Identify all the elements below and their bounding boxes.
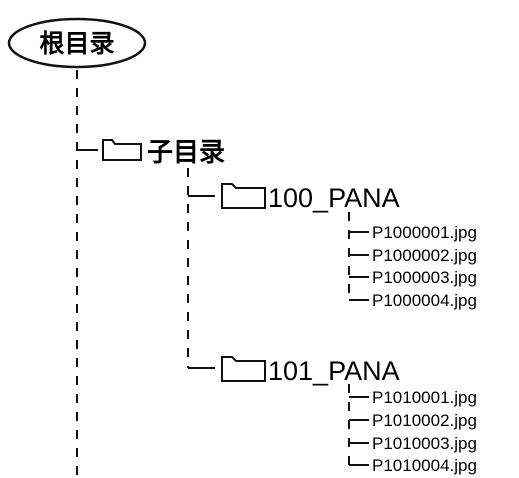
- file-list-100: P1000001.jpg P1000002.jpg P1000003.jpg P…: [349, 223, 477, 310]
- subdirectory-node: 子目录: [77, 138, 225, 168]
- file-name: P1000001.jpg: [372, 223, 477, 242]
- root-node-label: 根目录: [39, 29, 114, 58]
- file-name: P1010001.jpg: [372, 388, 477, 407]
- folder-name-100: 100_PANA: [268, 183, 400, 213]
- folder-node-101: 101_PANA: [188, 356, 400, 386]
- folder-node-100: 100_PANA: [188, 183, 400, 213]
- subdirectory-folder-icon: [102, 139, 142, 161]
- file-name: P1000004.jpg: [372, 291, 477, 310]
- subdirectory-label: 子目录: [147, 138, 225, 168]
- file-name: P1000002.jpg: [372, 246, 477, 265]
- folder-icon-101: [221, 356, 266, 382]
- file-name: P1010004.jpg: [372, 456, 477, 475]
- folder-name-101: 101_PANA: [268, 356, 400, 386]
- root-node-ellipse: [7, 17, 147, 69]
- file-name: P1010002.jpg: [372, 411, 477, 430]
- file-name: P1010003.jpg: [372, 434, 477, 453]
- file-name: P1000003.jpg: [372, 268, 477, 287]
- file-list-101: P1010001.jpg P1010002.jpg P1010003.jpg P…: [349, 388, 477, 475]
- root-node: 根目录: [7, 17, 147, 69]
- folder-icon-100: [221, 183, 266, 209]
